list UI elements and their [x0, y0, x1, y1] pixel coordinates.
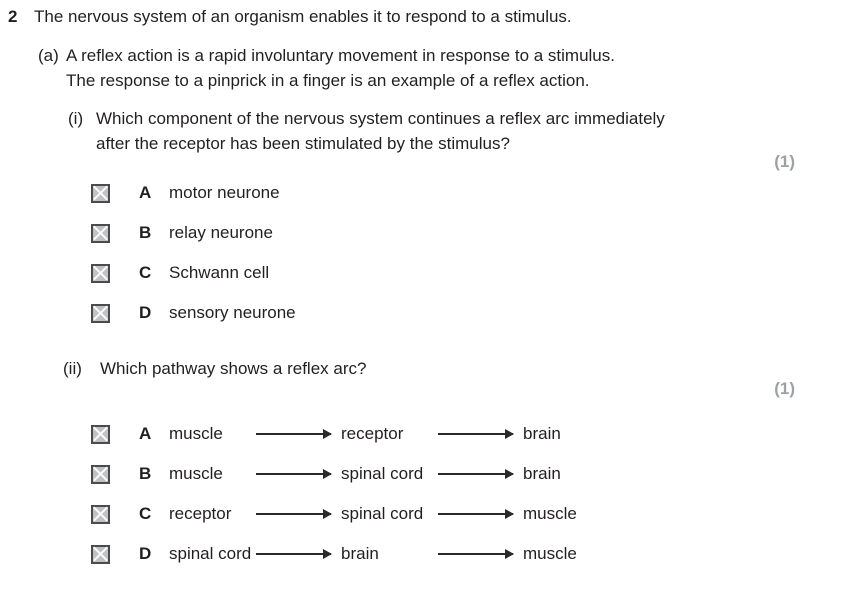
options-list-ii: A muscle receptor brain B muscle spinal … — [91, 424, 577, 584]
pathway-step: receptor — [169, 504, 232, 523]
pathway-step: brain — [341, 544, 379, 563]
option-row-d: D sensory neurone — [91, 303, 296, 323]
option-letter: A — [139, 424, 152, 443]
option-text: relay neurone — [169, 223, 273, 242]
pathway-step: muscle — [169, 424, 223, 443]
answer-checkbox-icon[interactable] — [91, 223, 110, 243]
option-letter: A — [139, 183, 152, 202]
question-stem-text: The nervous system of an organism enable… — [34, 7, 572, 26]
question-stem: 2 The nervous system of an organism enab… — [8, 4, 572, 29]
pathway-step: spinal cord — [341, 464, 424, 483]
arrow-right-icon — [438, 469, 514, 479]
option-letter: D — [139, 544, 152, 563]
answer-checkbox-icon[interactable] — [91, 303, 110, 323]
arrow-right-icon — [256, 509, 332, 519]
option-text: motor neurone — [169, 183, 280, 202]
option-letter: B — [139, 464, 152, 483]
answer-checkbox-icon[interactable] — [91, 183, 110, 203]
option-letter: B — [139, 223, 152, 242]
pathway-row-b: B muscle spinal cord brain — [91, 464, 577, 484]
answer-checkbox-icon[interactable] — [91, 424, 110, 444]
sub-question-i: (i) Which component of the nervous syste… — [68, 106, 665, 156]
question-number: 2 — [8, 7, 18, 26]
pathway-step: spinal cord — [341, 504, 424, 523]
pathway-row-d: D spinal cord brain muscle — [91, 544, 577, 564]
marks-badge-ii: (1) — [774, 379, 795, 398]
option-text: Schwann cell — [169, 263, 270, 282]
sub-i-prompt-line-1: Which component of the nervous system co… — [96, 109, 665, 128]
option-letter: C — [139, 263, 152, 282]
answer-checkbox-icon[interactable] — [91, 544, 110, 564]
pathway-step: receptor — [341, 424, 404, 443]
option-row-c: C Schwann cell — [91, 263, 296, 283]
option-row-a: A motor neurone — [91, 183, 296, 203]
part-a-intro: A reflex action is a rapid involuntary m… — [66, 43, 615, 93]
option-letter: D — [139, 303, 152, 322]
pathway-step: brain — [523, 464, 561, 483]
sub-i-label: (i) — [68, 109, 84, 128]
sub-question-ii: (ii) Which pathway shows a reflex arc? — [63, 356, 366, 381]
arrow-right-icon — [438, 509, 514, 519]
pathway-row-c: C receptor spinal cord muscle — [91, 504, 577, 524]
sub-ii-prompt: Which pathway shows a reflex arc? — [100, 359, 367, 378]
arrow-right-icon — [256, 549, 332, 559]
option-letter: C — [139, 504, 152, 523]
part-a-label: (a) — [38, 46, 59, 65]
arrow-right-icon — [438, 429, 514, 439]
arrow-right-icon — [438, 549, 514, 559]
arrow-right-icon — [256, 429, 332, 439]
pathway-step: brain — [523, 424, 561, 443]
pathway-step: spinal cord — [169, 544, 252, 563]
part-a-intro-line-1: A reflex action is a rapid involuntary m… — [66, 46, 615, 65]
sub-ii-label: (ii) — [63, 359, 82, 378]
pathway-step: muscle — [523, 544, 577, 563]
pathway-step: muscle — [523, 504, 577, 523]
part-a: (a) A reflex action is a rapid involunta… — [38, 43, 615, 93]
answer-checkbox-icon[interactable] — [91, 504, 110, 524]
part-a-intro-line-2: The response to a pinprick in a finger i… — [66, 71, 590, 90]
option-row-b: B relay neurone — [91, 223, 296, 243]
option-text: sensory neurone — [169, 303, 296, 322]
options-list-i: A motor neurone B relay neurone C Schwan… — [91, 183, 296, 343]
sub-i-prompt: Which component of the nervous system co… — [96, 106, 665, 156]
pathway-step: muscle — [169, 464, 223, 483]
marks-badge-i: (1) — [774, 152, 795, 171]
sub-i-prompt-line-2: after the receptor has been stimulated b… — [96, 134, 510, 153]
answer-checkbox-icon[interactable] — [91, 263, 110, 283]
answer-checkbox-icon[interactable] — [91, 464, 110, 484]
pathway-row-a: A muscle receptor brain — [91, 424, 577, 444]
arrow-right-icon — [256, 469, 332, 479]
